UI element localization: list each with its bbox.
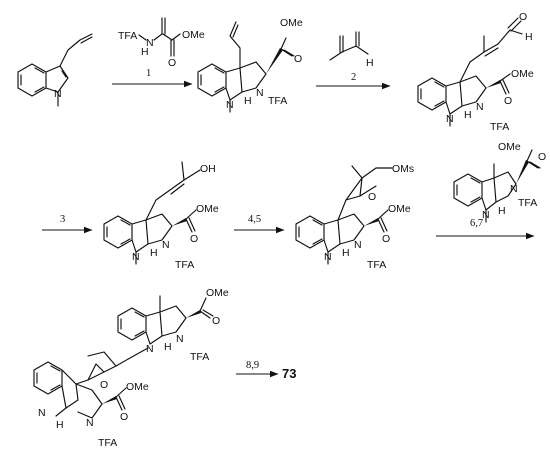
indoline-n-label-f1: N (146, 343, 154, 355)
ring-h-label-b: H (244, 95, 252, 107)
methacrolein-h-label: H (366, 57, 374, 69)
ester-o-label-e: O (382, 233, 390, 245)
reagent-h-label: H (141, 46, 149, 58)
reagent-h-label-67: H (498, 205, 506, 217)
ring-h-label-d: H (150, 247, 158, 259)
reagent-methacrolein: H (329, 31, 374, 69)
reagent-methyl-pyrroloindoline: OMe O N H N TFA (453, 141, 546, 223)
tfa-label-e: TFA (367, 259, 386, 271)
compound-allyl-indole: N (17, 33, 93, 107)
reagent-dehydroalanine: TFA N H O OMe (118, 17, 205, 69)
enal-o-label: O (519, 11, 527, 23)
pyrrolidine-n-label-c: N (476, 101, 484, 113)
compound-allyl-pyrroloindoline: OMe O N H N TFA (197, 17, 303, 113)
step-89-label: 8,9 (246, 360, 259, 371)
step-2-label: 2 (351, 72, 356, 83)
compound-enal-pyrroloindoline: O H OMe O N H N TFA (417, 11, 534, 133)
ester-ome-label-e: OMe (388, 203, 411, 215)
indole-n-label: N (54, 88, 62, 100)
tfa-label-f2: TFA (98, 437, 117, 449)
indoline-n-label-f2: N (38, 407, 46, 419)
compound-epoxy-mesylate: O OMs OMe O N H N TFA (295, 163, 414, 271)
ring-h-label-c: H (464, 109, 472, 121)
epoxide-o-label-f: O (100, 379, 108, 391)
reagent-tfa-label-67: TFA (518, 197, 537, 209)
ester-ome-label-f1: OMe (206, 287, 229, 299)
pyrrolidine-n-label-f1: N (176, 333, 184, 345)
ester-ome-label-c: OMe (511, 68, 534, 80)
indoline-n-label-e: N (324, 251, 332, 263)
ring-h-label-f1: H (164, 341, 172, 353)
step-67-label: 6,7 (470, 218, 483, 229)
tfa-label-b: TFA (268, 95, 287, 107)
epoxide-o-label-e: O (368, 191, 376, 203)
ester-o-label-f2: O (120, 411, 128, 423)
tfa-label-f1: TFA (190, 351, 209, 363)
reagent-tfa-label: TFA (118, 30, 137, 42)
step-1-label: 1 (146, 68, 151, 79)
step-45-label: 4,5 (248, 214, 261, 225)
alcohol-oh-label: OH (200, 163, 216, 175)
ester-o-label-f1: O (212, 315, 220, 327)
enal-h-label: H (525, 31, 533, 43)
ester-ome-label-f2: OMe (126, 381, 149, 393)
ester-ome-label-b: OMe (280, 17, 303, 29)
pyrrolidine-n-label-b: N (256, 87, 264, 99)
ester-ome-label-d: OMe (196, 203, 219, 215)
pyrrolidine-n-label-e: N (354, 239, 362, 251)
compound-allylic-alcohol: OH OMe O N H N TFA (103, 161, 219, 271)
tfa-label-c: TFA (490, 121, 509, 133)
indoline-n-label-b: N (226, 99, 234, 111)
reagent-nh-label-67: N (510, 183, 518, 195)
pyrrolidine-n-label-d: N (162, 239, 170, 251)
step-3-label: 3 (60, 214, 65, 225)
reagent-o-label-67: O (538, 151, 546, 163)
reagent-ome-label: OMe (182, 29, 205, 41)
ring-h-label-f2: H (56, 419, 64, 431)
reagent-ome-label-67: OMe (498, 141, 521, 153)
compound-dimeric-epoxide: OMe O N H N TFA O OMe O N H N TFA (33, 287, 229, 449)
ring-h-label-e: H (342, 247, 350, 259)
ester-o-label-b: O (294, 53, 302, 65)
indoline-n-label-d: N (132, 251, 140, 263)
reagent-n-label: N (146, 37, 154, 49)
mesylate-label: OMs (392, 163, 414, 175)
pyrrolidine-n-label-f2: N (86, 417, 94, 429)
tfa-label-d: TFA (175, 259, 194, 271)
reagent-o-label: O (168, 57, 176, 69)
product-compound-number: 73 (282, 366, 296, 381)
ester-o-label-d: O (190, 233, 198, 245)
reagent-indoline-n-label-67: N (482, 209, 490, 221)
indoline-n-label-c: N (446, 113, 454, 125)
ester-o-label-c: O (504, 95, 512, 107)
